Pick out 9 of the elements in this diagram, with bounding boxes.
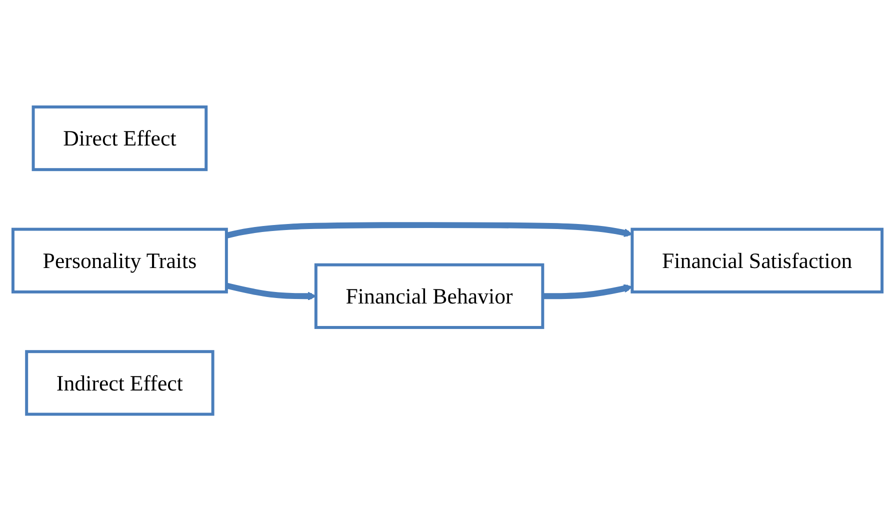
node-box	[314, 264, 544, 330]
node-box	[32, 106, 208, 172]
diagram: Direct Effect Personality Traits Financial Behavior Financial Satisfaction Indirect Effect	[5, 99, 890, 423]
node-box	[25, 350, 214, 416]
arrow	[226, 283, 316, 301]
arrow	[226, 222, 633, 239]
node-box	[630, 228, 884, 294]
node-box	[11, 228, 228, 294]
arrow	[542, 284, 633, 300]
